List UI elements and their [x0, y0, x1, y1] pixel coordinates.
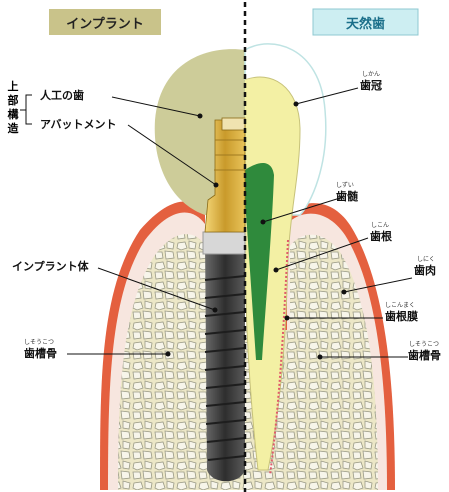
label-alveolar-bone-right: 歯槽骨	[408, 350, 441, 361]
ruby-root: しこん	[371, 223, 389, 229]
implant-header: インプラント	[49, 9, 161, 35]
ruby-pdl: しこんまく	[385, 303, 415, 309]
ruby-gum: しにく	[417, 257, 435, 263]
ruby-alveolar-right: しそうこつ	[409, 342, 439, 348]
label-implant-body: インプラント体	[12, 261, 89, 272]
ruby-pulp: しずい	[336, 183, 354, 189]
label-gum: 歯肉	[414, 265, 436, 276]
superstructure-title: 上 部 構 造	[7, 80, 19, 136]
label-pulp: 歯髄	[336, 191, 358, 202]
label-abutment: アバットメント	[40, 119, 117, 130]
implant-collar	[203, 232, 245, 254]
natural-header: 天然歯	[313, 9, 418, 35]
label-periodontal-ligament: 歯根膜	[385, 311, 418, 322]
label-alveolar-bone-left: 歯槽骨	[24, 348, 57, 359]
label-crown: 歯冠	[360, 80, 382, 91]
ruby-crown: しかん	[362, 72, 380, 78]
ruby-alveolar-left: しそうこつ	[24, 340, 54, 346]
abutment-top	[222, 118, 245, 130]
label-artificial-tooth: 人工の歯	[40, 90, 84, 101]
label-root: 歯根	[370, 231, 392, 242]
